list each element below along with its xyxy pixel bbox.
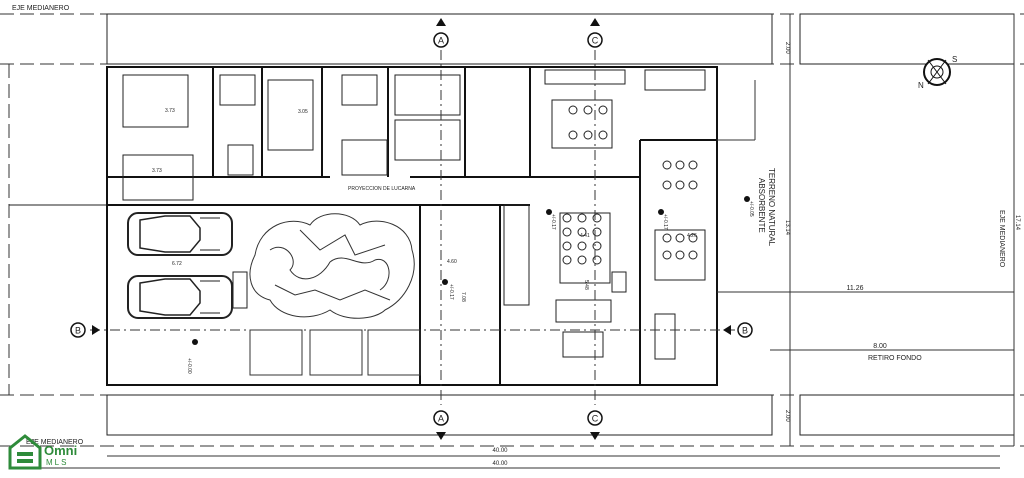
room-dim: 6.72	[172, 261, 182, 267]
terreno-natural-label: TERRENO NATURAL	[767, 168, 776, 247]
setback-areas	[9, 13, 1015, 436]
level-label: +/-0.17	[550, 214, 556, 230]
length-dim-2: 40.00	[492, 461, 508, 467]
axis-label: A	[438, 414, 444, 424]
inner-width-dim: 13.14	[784, 220, 790, 236]
proyeccion-label: PROYECCION DE LUCARNA	[348, 186, 416, 192]
logo-name: Omni	[44, 443, 78, 458]
room-dim: 5.48	[583, 280, 589, 290]
axis-marker-b-left: B	[70, 322, 100, 338]
level-label: +/-0.17	[662, 214, 668, 230]
room-dim: 4.60	[447, 259, 457, 265]
furniture	[122, 69, 706, 360]
room-dim: 3.73	[152, 168, 162, 174]
section-lines	[90, 50, 735, 405]
eje-medianero-right: EJE MEDIANERO	[998, 210, 1005, 268]
axis-marker-b-right: B	[723, 322, 753, 338]
axis-label: A	[438, 36, 444, 46]
level-label: +/-0.05	[748, 201, 754, 217]
axis-label: C	[592, 414, 599, 424]
axis-marker-a-top: A	[433, 18, 449, 48]
axis-marker-a-bottom: A	[433, 410, 449, 440]
level-markers: +/-0.00 +/-0.17 +/-0.17 +/-0.17 +/-0.05	[186, 196, 754, 374]
car-upper	[127, 212, 233, 256]
total-width-dim: 17.14	[1014, 215, 1020, 231]
room-dim: 4.41	[580, 233, 590, 239]
axis-marker-c-bottom: C	[587, 410, 603, 440]
compass-south-label: S	[952, 55, 957, 64]
top-setback-dim: 2.00	[784, 42, 790, 54]
absorbente-label: ABSORBENTE	[757, 178, 766, 233]
axis-label: B	[75, 326, 81, 336]
chairs	[562, 105, 698, 265]
back-dim-1: 11.26	[847, 285, 864, 292]
level-label: +/-0.00	[186, 358, 192, 374]
eje-medianero-top: EJE MEDIANERO	[12, 5, 70, 12]
car-lower	[127, 275, 233, 319]
compass-icon: N S	[918, 55, 957, 90]
axis-marker-c-top: C	[587, 18, 603, 48]
retiro-fondo-label: RETIRO FONDO	[868, 355, 922, 362]
room-dim: 4.26	[687, 233, 697, 239]
room-dim: 7.08	[460, 292, 466, 302]
logo-sub: MLS	[46, 458, 69, 467]
omni-mls-logo-icon	[8, 434, 42, 470]
dimension-lines	[9, 14, 1015, 469]
axis-label: C	[592, 36, 599, 46]
back-dim-2: 8.00	[873, 343, 887, 350]
compass-north-label: N	[918, 81, 924, 90]
tree-canopy	[249, 213, 415, 319]
level-label: +/-0.17	[448, 284, 454, 300]
axis-label: B	[742, 326, 748, 336]
room-dim: 3.05	[298, 109, 308, 115]
parking-pavers	[249, 329, 421, 376]
room-dim: 3.73	[165, 108, 175, 114]
eje-medianero-bottom: EJE MEDIANERO	[26, 439, 84, 446]
bottom-setback-dim: 2.00	[784, 410, 790, 422]
length-dim-1: 40.00	[492, 448, 508, 454]
